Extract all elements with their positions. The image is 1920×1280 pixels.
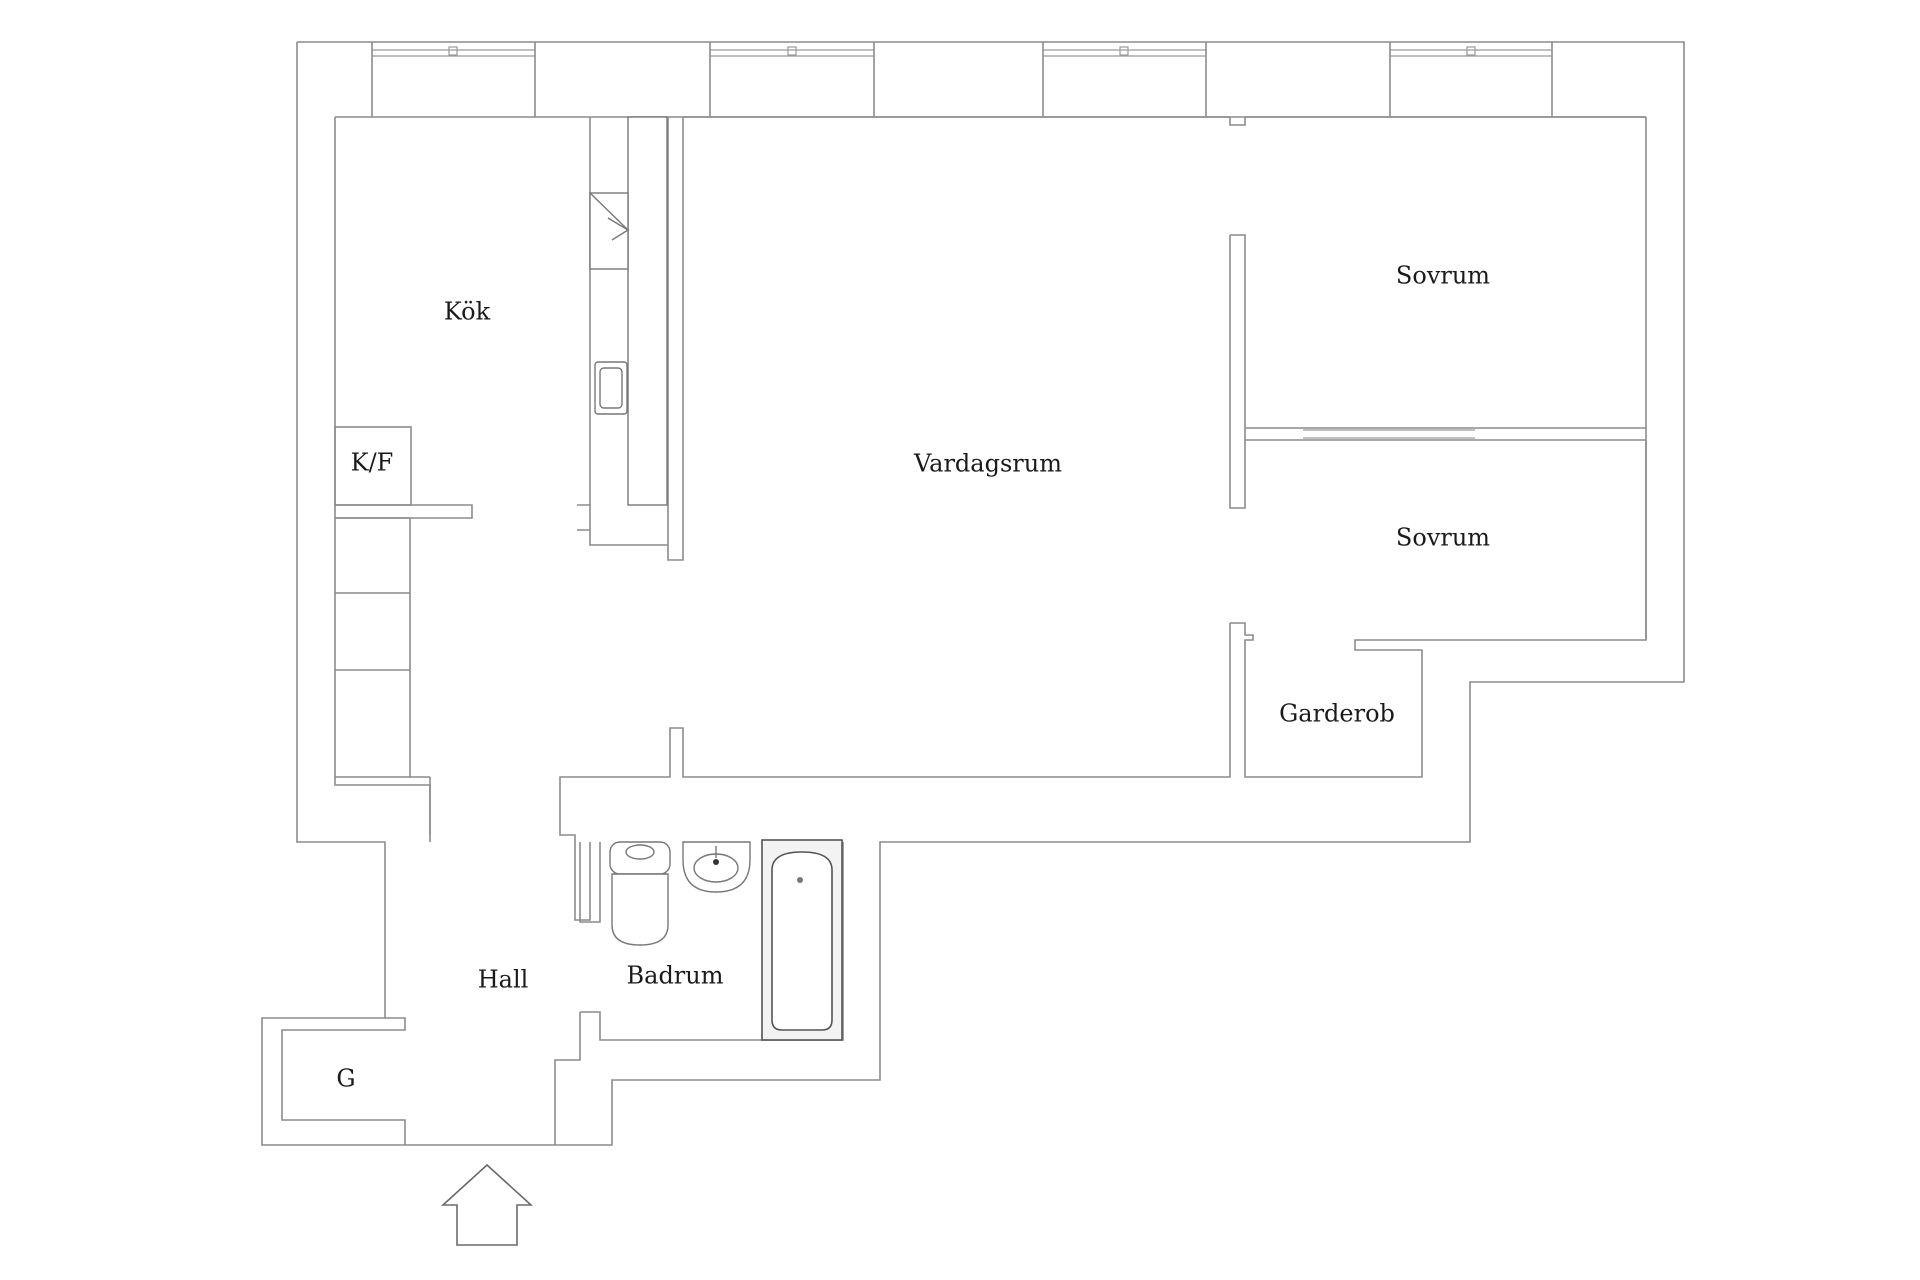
- window-4: [1389, 42, 1553, 117]
- window-2: [709, 42, 875, 117]
- window-1: [371, 42, 536, 117]
- entrance-arrow-icon: [440, 1163, 534, 1246]
- outer-walls: [261, 41, 1685, 1146]
- windows: [371, 42, 1553, 117]
- room-label-garderob: Garderob: [1279, 700, 1395, 728]
- hall-closets: [335, 517, 431, 835]
- room-label-vardagsrum: Vardagsrum: [913, 450, 1062, 478]
- bathroom-walls: [554, 842, 844, 1145]
- room-label-sovrum-2: Sovrum: [1396, 524, 1490, 552]
- living-room-walls: [559, 116, 1246, 921]
- washbasin-icon: [682, 841, 751, 893]
- bathtub-icon: [761, 839, 843, 1041]
- kitchen-walls: [334, 116, 684, 561]
- room-label-sovrum-1: Sovrum: [1396, 262, 1490, 290]
- g-closet: [281, 1017, 406, 1145]
- bedroom-walls: [1230, 116, 1647, 778]
- window-3: [1042, 42, 1207, 117]
- room-label-g: G: [336, 1065, 355, 1093]
- fridge-freezer: [334, 426, 412, 506]
- toilet-icon: [609, 841, 671, 946]
- room-label-kf: K/F: [351, 449, 394, 477]
- kitchen-sink-icon: [594, 361, 628, 415]
- stove-icon: [589, 192, 630, 270]
- room-label-kok: Kök: [444, 298, 491, 326]
- room-label-hall: Hall: [478, 966, 529, 994]
- kitchen-counter: [627, 116, 668, 506]
- room-label-badrum: Badrum: [627, 962, 724, 990]
